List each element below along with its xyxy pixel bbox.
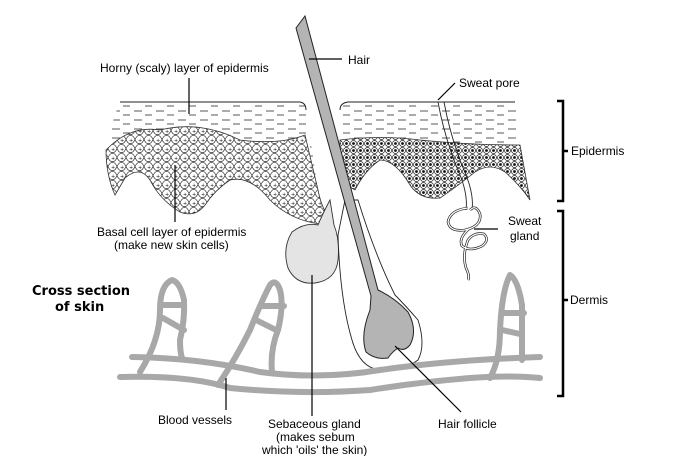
basal-layer-label-line2: (make new skin cells) — [114, 238, 229, 252]
sebaceous-gland-label-line1: Sebaceous gland — [268, 417, 361, 431]
sweat-gland-label-line2: gland — [510, 229, 539, 243]
dermis-bracket — [557, 209, 568, 398]
sweat-duct — [437, 101, 467, 211]
sweat-pore-label: Sweat pore — [459, 76, 520, 90]
hair-follicle-leader — [394, 345, 462, 413]
sweat-gland-coil — [446, 206, 488, 281]
epidermis-label: Epidermis — [571, 144, 624, 158]
hair-follicle-label: Hair follicle — [438, 417, 497, 431]
hair-shaft — [295, 14, 414, 359]
sebaceous-gland-label-line3: which 'oils' the skin) — [261, 443, 367, 456]
diagram-title-line2: of skin — [55, 300, 104, 315]
basal-layer-label-line1: Basal cell layer of epidermis — [97, 225, 246, 239]
blood-vessels — [117, 272, 543, 396]
hair-label: Hair — [348, 53, 370, 67]
horny-layer-label: Horny (scaly) layer of epidermis — [100, 61, 269, 75]
epidermis-bracket — [557, 99, 568, 203]
dermis-label: Dermis — [570, 293, 608, 307]
epidermis-left-block — [105, 101, 331, 225]
sebaceous-gland — [285, 198, 339, 284]
epidermis-right-block — [339, 101, 531, 201]
sebaceous-gland-label-line2: (makes sebum — [276, 430, 355, 444]
sweat-pore-leader — [437, 82, 456, 101]
diagram-title-line1: Cross section — [32, 284, 130, 299]
sweat-gland-label-line1: Sweat — [508, 214, 542, 228]
blood-vessels-label: Blood vessels — [158, 413, 232, 427]
